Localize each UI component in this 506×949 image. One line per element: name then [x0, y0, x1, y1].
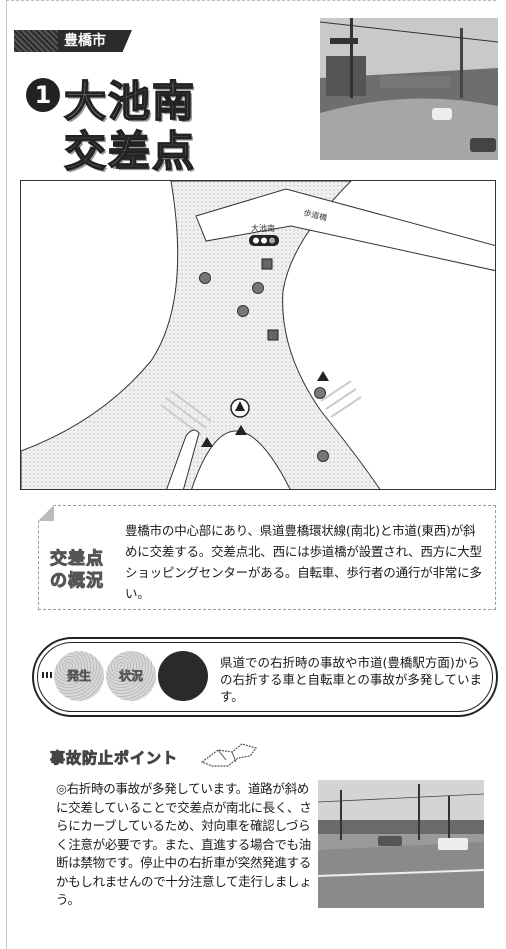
accident-markers [199, 258, 329, 462]
top-divider [6, 0, 496, 1]
intersection-photo-top [320, 18, 498, 160]
traffic-signal-icon [249, 235, 279, 246]
accident-situation-panel: 発生 状況 県道での右折時の事故や市道(豊橋駅方面)からの右折する車と自転車との… [32, 637, 498, 717]
prevention-points-text: ◎右折時の事故が多発しています。道路が斜めに交差していることで交差点が南北に長く… [56, 781, 312, 907]
overview-label: 交差点 の概況 [50, 549, 104, 592]
title-line-2: 交差点 [63, 126, 197, 177]
overview-panel: 交差点 の概況 豊橋市の中心部にあり、県道豊橋環状線(南北)と市道(東西)が斜め… [38, 505, 496, 610]
overview-text: 豊橋市の中心部にあり、県道豊橋環状線(南北)と市道(東西)が斜めに交差する。交差… [125, 523, 482, 601]
occurrence-circle: 発生 [54, 651, 104, 701]
handshake-icon [200, 743, 258, 767]
dark-circle [158, 651, 208, 701]
intersection-photo-bottom [318, 780, 484, 908]
situation-text: 県道での右折時の事故や市道(豊橋駅方面)からの右折する車と自転車との事故が多発し… [220, 655, 483, 704]
signal-label: 大池南 [251, 223, 275, 233]
intersection-map: 歩道橋 大池南 [20, 180, 496, 490]
situation-circle: 状況 [106, 651, 156, 701]
dotted-leader [42, 672, 52, 678]
margin-line [6, 0, 7, 949]
prevention-points-heading: 事故防止ポイント [50, 749, 179, 768]
corner-fold [38, 505, 54, 521]
title-line-1: 大池南 [63, 76, 197, 127]
city-tag: 豊橋市 [14, 30, 132, 52]
title-number-badge: 1 [26, 78, 60, 112]
